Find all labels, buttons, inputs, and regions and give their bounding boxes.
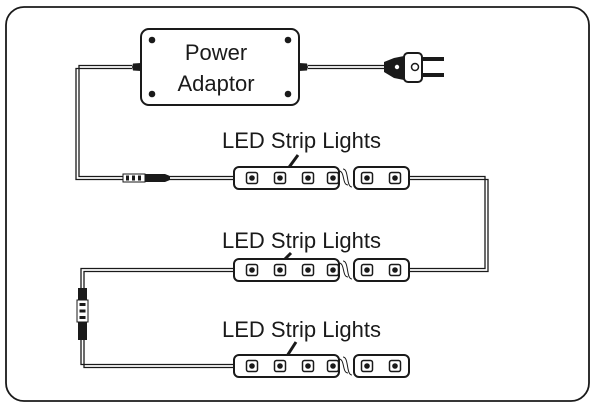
led-chip-icon xyxy=(326,359,340,373)
plug-prong xyxy=(422,73,444,77)
led-chip-icon xyxy=(301,171,315,185)
plug-hole-icon xyxy=(394,64,400,70)
adaptor-screw-icon xyxy=(148,36,156,44)
adaptor-cable-grommet xyxy=(299,63,308,71)
label-pointer xyxy=(285,341,298,357)
led-chip-icon xyxy=(360,359,374,373)
led-chip-icon xyxy=(273,359,287,373)
led-strip-1 xyxy=(233,166,410,190)
led-strip-label: LED Strip Lights xyxy=(222,317,381,342)
plug-face xyxy=(403,52,423,83)
led-chip-icon xyxy=(360,171,374,185)
led-chip-icon xyxy=(388,359,402,373)
led-chip-icon xyxy=(245,263,259,277)
led-chip-icon xyxy=(301,263,315,277)
led-chip-icon xyxy=(388,263,402,277)
led-strip-label: LED Strip Lights xyxy=(222,228,381,253)
led-chip-icon xyxy=(388,171,402,185)
led-chip-icon xyxy=(245,359,259,373)
plug-body xyxy=(384,56,404,80)
link-cable xyxy=(409,175,489,273)
power-adaptor: Power Adaptor xyxy=(132,28,308,106)
ac-plug xyxy=(384,52,444,83)
power-adaptor-label-line2: Adaptor xyxy=(177,71,254,96)
power-adaptor-label-line1: Power xyxy=(185,40,247,65)
led-chip-icon xyxy=(326,171,340,185)
strip-lead-wire xyxy=(170,175,234,181)
link-cable xyxy=(80,267,234,369)
led-chip-icon xyxy=(301,359,315,373)
led-chip-icon xyxy=(245,171,259,185)
inline-connector xyxy=(76,288,89,340)
diagram-frame xyxy=(5,6,590,402)
led-chip-icon xyxy=(326,263,340,277)
adaptor-screw-icon xyxy=(284,90,292,98)
led-strip-2 xyxy=(233,258,410,282)
adaptor-screw-icon xyxy=(284,36,292,44)
led-strip-3 xyxy=(233,354,410,378)
led-strip-label: LED Strip Lights xyxy=(222,128,381,153)
plug-prong xyxy=(422,57,444,61)
adaptor-cable-grommet xyxy=(132,63,141,71)
led-chip-icon xyxy=(273,263,287,277)
ac-cable xyxy=(308,64,384,70)
plug-hole-icon xyxy=(410,62,420,72)
led-chip-icon xyxy=(360,263,374,277)
adaptor-screw-icon xyxy=(148,90,156,98)
dc-connector xyxy=(122,173,170,183)
led-chip-icon xyxy=(273,171,287,185)
dc-cable xyxy=(75,64,132,181)
